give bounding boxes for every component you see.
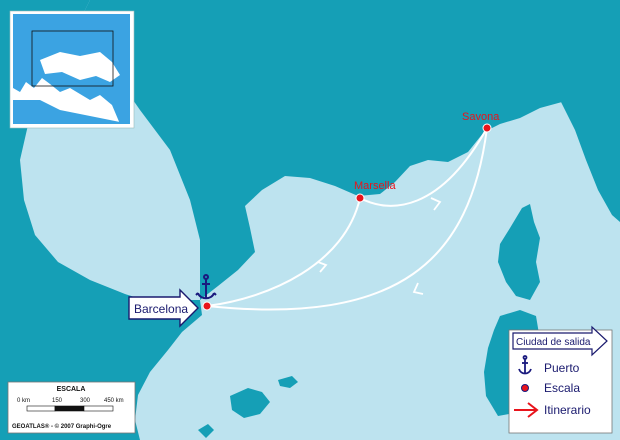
route-arrow-3-icon: [412, 282, 424, 295]
land-mallorca: [230, 388, 270, 418]
legend-label-escala: Escala: [544, 381, 580, 395]
departure-city-label: Barcelona: [134, 302, 188, 316]
scale-title: ESCALA: [57, 386, 86, 393]
scale-segment-1: [26, 405, 56, 412]
scale-segment-2: [54, 405, 85, 412]
stop-dot-savona: [482, 123, 492, 133]
inset-extent-box: [31, 30, 114, 87]
legend-anchor-icon: [518, 355, 532, 375]
legend-route-arrow-icon: [514, 402, 539, 418]
legend-box: Ciudad de salida Puerto Escala Itinerari…: [508, 325, 613, 434]
land-corsica: [498, 204, 540, 300]
scale-tick-3: 450 km: [104, 398, 124, 404]
legend-departure-arrow-icon: [512, 325, 608, 357]
land-france-italy: [0, 0, 620, 300]
land-ibiza: [198, 424, 214, 438]
legend-label-itinerario: Itinerario: [544, 403, 591, 417]
scale-box: ESCALA 0 km 150 300 450 km GEOATLAS® - ©…: [7, 381, 136, 434]
land-italy-west-coast: [560, 100, 620, 222]
city-label-savona: Savona: [462, 111, 500, 123]
scale-segment-3: [83, 405, 114, 412]
stop-dot-barcelona: [202, 301, 212, 311]
legend-label-puerto: Puerto: [544, 361, 580, 375]
legend-title: Ciudad de salida: [516, 337, 591, 348]
land-iberia: [0, 0, 202, 440]
route-arrow-2-icon: [430, 197, 442, 211]
route-marsella-savona: [359, 127, 488, 207]
map-credit: GEOATLAS® - © 2007 Graphi-Ogre: [12, 423, 112, 430]
route-arrow-1-icon: [317, 261, 328, 273]
inset-locator-map: [9, 10, 135, 129]
scale-tick-0: 0 km: [17, 398, 30, 404]
departure-city-badge: Barcelona: [128, 288, 199, 328]
city-label-marsella: Marsella: [354, 180, 396, 192]
legend-stop-dot-icon: [521, 384, 529, 392]
land-menorca: [278, 376, 298, 388]
scale-tick-1: 150: [52, 398, 63, 404]
route-savona-barcelona: [206, 127, 488, 311]
stop-dot-marsella: [355, 193, 365, 203]
scale-tick-2: 300: [80, 398, 91, 404]
anchor-icon: [195, 274, 217, 300]
route-barcelona-marsella: [206, 197, 361, 307]
